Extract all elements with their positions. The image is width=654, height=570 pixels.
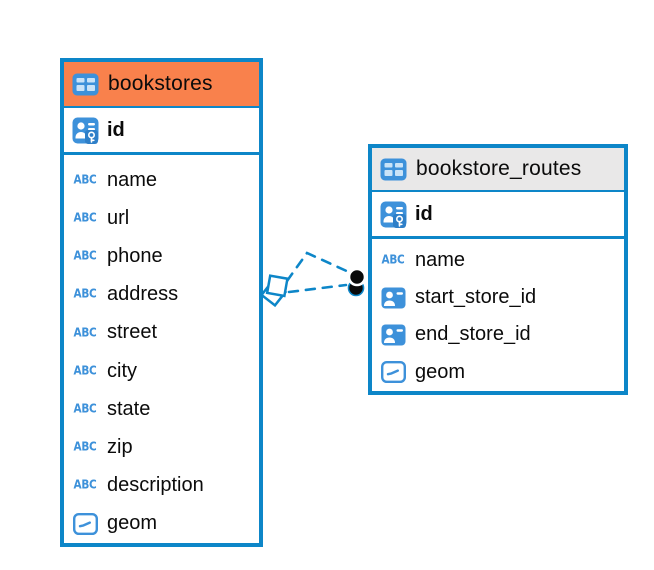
field-name: id <box>415 202 433 225</box>
field-name: phone <box>107 244 163 267</box>
field-name: city <box>107 359 137 382</box>
field-row[interactable]: start_store_id <box>372 279 624 317</box>
field-row[interactable]: ABC address <box>64 275 259 314</box>
text-icon: ABC <box>381 253 405 268</box>
field-row[interactable]: ABC zip <box>64 428 259 467</box>
field-row[interactable]: ABC name <box>372 242 624 280</box>
table-title: bookstores <box>108 72 213 95</box>
field-row[interactable]: geom <box>372 353 624 391</box>
text-icon: ABC <box>73 363 97 378</box>
table-icon <box>379 158 407 181</box>
text-icon: ABC <box>73 402 97 416</box>
text-icon: ABC <box>73 440 97 455</box>
table-bookstores-header[interactable]: bookstores <box>64 62 259 108</box>
relationship-line-upper <box>285 251 353 283</box>
primary-key-icon <box>379 201 407 228</box>
one-end-dot-markers[interactable] <box>347 267 367 297</box>
field-row[interactable]: geom <box>64 504 259 543</box>
field-name: name <box>107 168 158 191</box>
table-bookstore-routes-header[interactable]: bookstore_routes <box>372 148 624 192</box>
table-bookstores[interactable]: bookstores id ABC <box>60 58 263 547</box>
field-row[interactable]: ABC name <box>64 161 259 200</box>
geometry-icon <box>379 361 407 384</box>
field-name: id <box>107 118 125 141</box>
text-icon: ABC <box>73 211 97 225</box>
text-icon: ABC <box>73 325 97 340</box>
field-row[interactable]: ABC city <box>64 351 259 391</box>
field-name: geom <box>107 512 158 535</box>
field-row-id[interactable]: id <box>64 108 259 155</box>
table-title: bookstore_routes <box>416 157 582 180</box>
field-row-id[interactable]: id <box>372 192 624 239</box>
field-name: state <box>107 397 151 420</box>
field-row[interactable]: ABC state <box>64 390 259 429</box>
table-bookstore-routes[interactable]: bookstore_routes id ABC <box>368 144 628 395</box>
text-icon: ABC <box>73 478 97 493</box>
text-icon: ABC <box>73 249 97 264</box>
field-row[interactable]: ABC phone <box>64 237 259 276</box>
geometry-icon <box>71 512 99 535</box>
field-row[interactable]: ABC description <box>64 466 259 505</box>
field-name: description <box>107 474 204 497</box>
field-name: url <box>107 206 130 229</box>
primary-key-icon <box>71 117 99 144</box>
relationship-line-lower <box>287 283 348 294</box>
field-name: end_store_id <box>415 323 531 346</box>
many-end-diamond-markers[interactable] <box>259 274 289 308</box>
text-icon: ABC <box>73 172 97 187</box>
id-reference-icon <box>379 287 407 309</box>
field-row[interactable]: ABC url <box>64 199 259 238</box>
field-name: name <box>415 249 466 272</box>
field-row[interactable]: end_store_id <box>372 316 624 354</box>
field-list: ABC name ABC url ABC phone ABC address A… <box>64 155 259 543</box>
field-list: ABC name start_store_id <box>372 239 624 391</box>
table-icon <box>71 73 99 96</box>
text-icon: ABC <box>73 287 97 302</box>
field-name: address <box>107 283 179 306</box>
field-name: start_store_id <box>415 286 537 309</box>
field-name: street <box>107 321 158 344</box>
field-name: geom <box>415 360 466 383</box>
id-reference-icon <box>379 324 407 346</box>
relationship-lines[interactable] <box>285 251 353 294</box>
field-name: zip <box>107 435 133 458</box>
field-row[interactable]: ABC street <box>64 313 259 352</box>
